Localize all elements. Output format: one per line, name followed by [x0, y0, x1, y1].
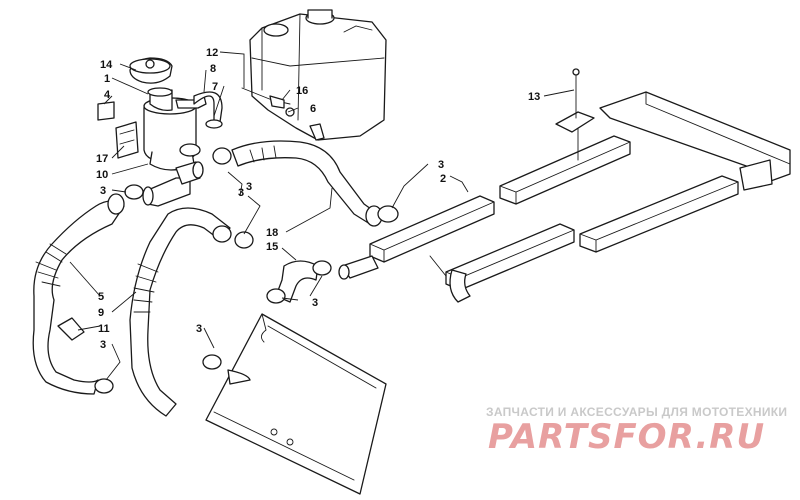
- callout-3-c: 3: [438, 159, 444, 171]
- overflow-hose: [193, 87, 295, 129]
- callout-3-d: 3: [238, 187, 244, 199]
- hose-clamps: [57, 143, 399, 394]
- mount-bracket: [555, 68, 595, 133]
- callout-7: 7: [212, 81, 218, 93]
- upper-hose: [231, 140, 383, 227]
- callout-17: 17: [96, 153, 108, 165]
- callout-1: 1: [104, 73, 110, 85]
- left-hose: [32, 193, 125, 395]
- callout-4: 4: [104, 89, 111, 101]
- decal: [97, 101, 115, 121]
- radiator-plate: [205, 313, 387, 495]
- callout-5: 5: [98, 291, 104, 303]
- callout-2: 2: [440, 173, 446, 185]
- rear-frame: [499, 91, 791, 253]
- callout-16: 16: [296, 85, 308, 97]
- pressure-cap: [129, 57, 173, 84]
- callout-12: 12: [206, 47, 218, 59]
- watermark: ЗАПЧАСТИ И АКСЕССУАРЫ ДЛЯ МОТОТЕХНИКИ PA…: [486, 405, 787, 457]
- callout-3-a: 3: [100, 185, 106, 197]
- heat-exchanger-tubes: [338, 195, 575, 303]
- callout-8: 8: [210, 63, 216, 75]
- callout-15: 15: [266, 241, 278, 253]
- callout-3-g: 3: [196, 323, 202, 335]
- callout-6: 6: [310, 103, 316, 115]
- callout-labels: 14 1 4 17 10 8 7 12 16 6 13 3 3 3 2 3 18…: [96, 47, 540, 351]
- watermark-brand: PARTSFOR.RU: [488, 417, 765, 457]
- callout-14: 14: [100, 59, 113, 71]
- callout-3-f: 3: [100, 339, 106, 351]
- short-hose: [275, 260, 319, 303]
- callout-3-e: 3: [312, 297, 318, 309]
- callout-18: 18: [266, 227, 278, 239]
- center-hose: [129, 207, 232, 417]
- watermark-tagline: ЗАПЧАСТИ И АКСЕССУАРЫ ДЛЯ МОТОТЕХНИКИ: [486, 405, 787, 419]
- callout-11: 11: [98, 323, 110, 335]
- callout-3-b: 3: [246, 181, 252, 193]
- coolant-tank: [249, 9, 387, 141]
- callout-13: 13: [528, 91, 540, 103]
- callout-9: 9: [98, 307, 104, 319]
- tee-connector: [142, 161, 204, 207]
- callout-10: 10: [96, 169, 108, 181]
- leader-lines: [69, 51, 575, 381]
- bracket: [115, 121, 139, 159]
